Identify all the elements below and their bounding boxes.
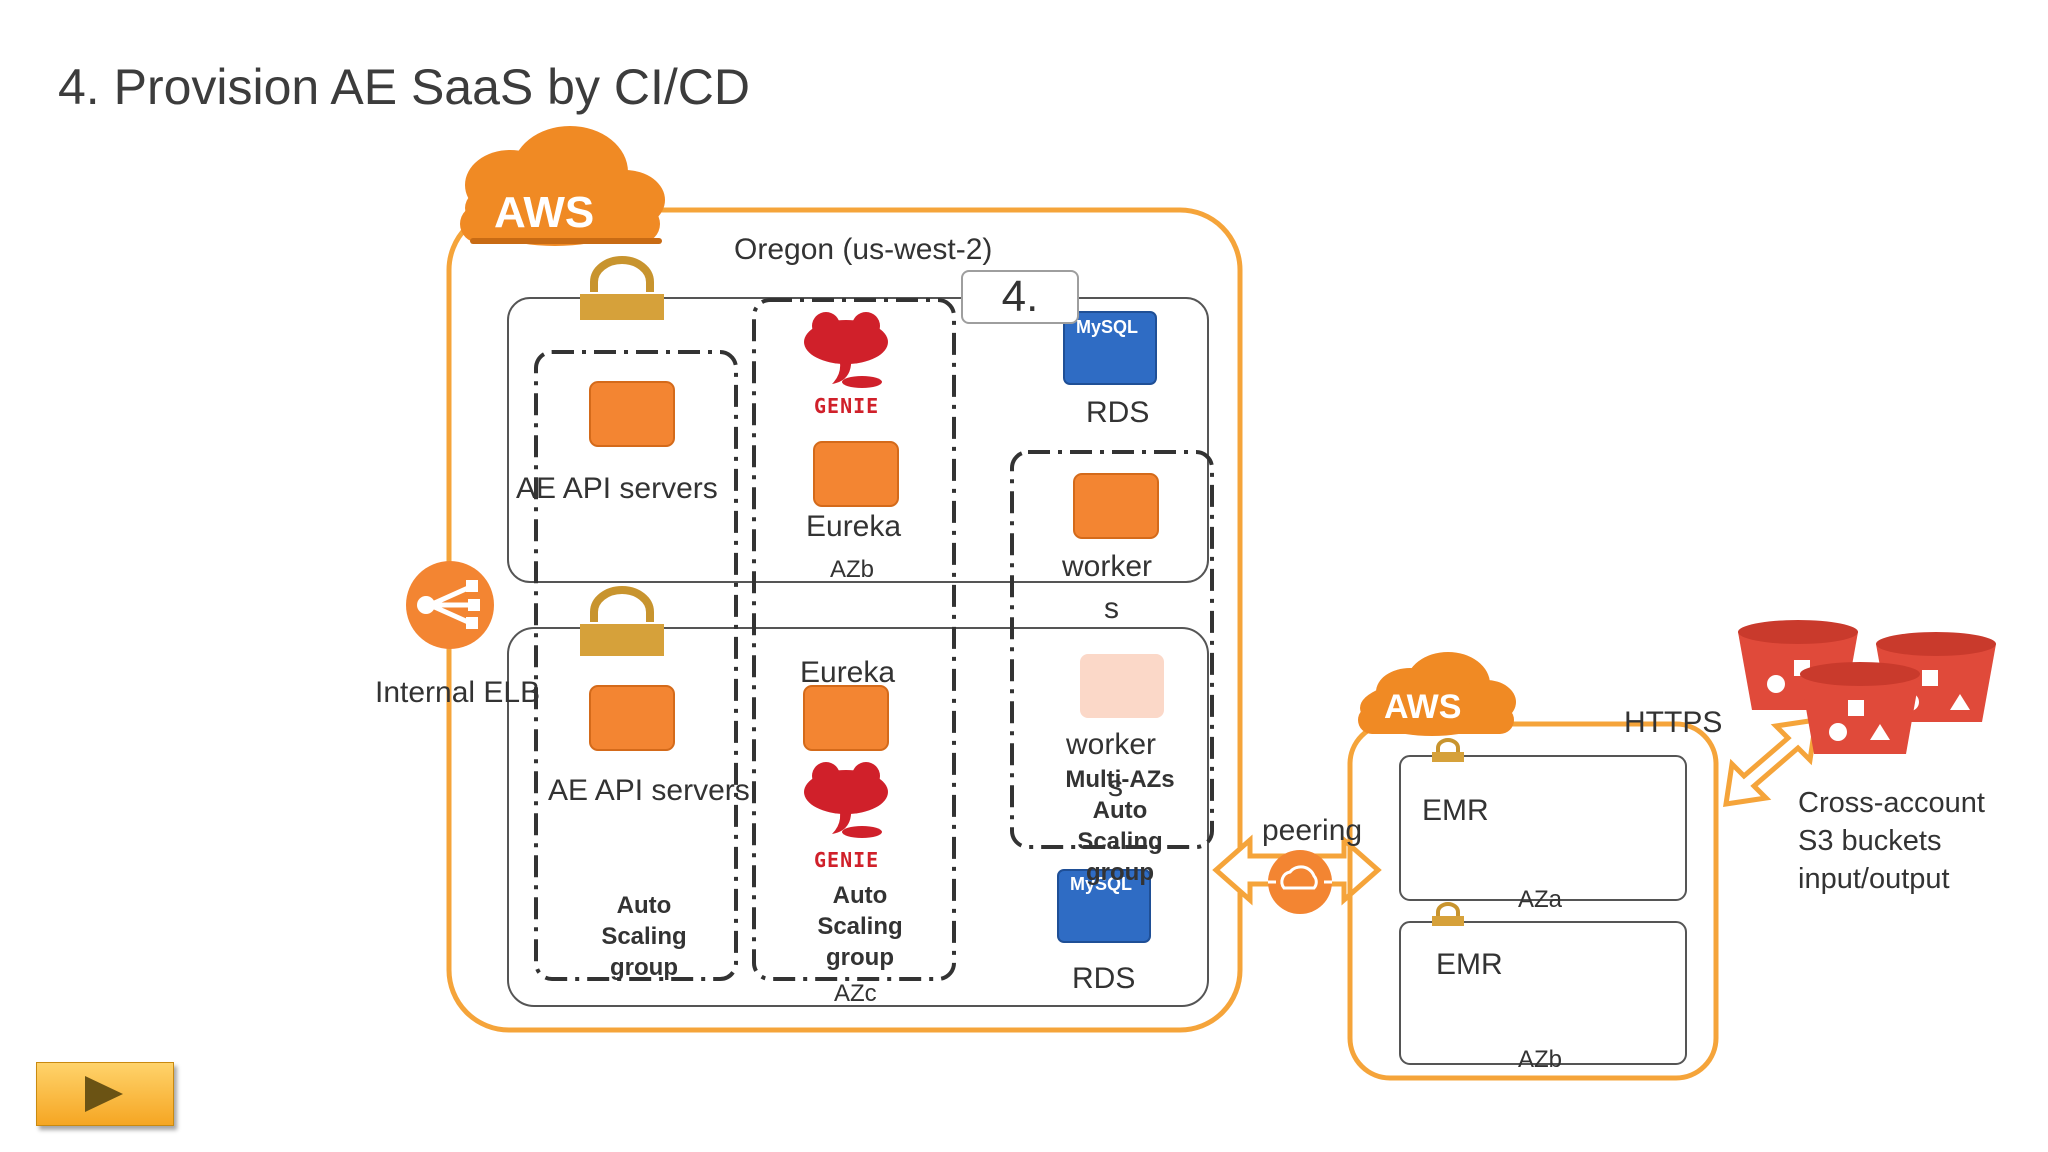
rds-label: RDS bbox=[1072, 962, 1136, 995]
play-icon bbox=[85, 1076, 123, 1112]
emr-subnet-azb bbox=[1399, 921, 1687, 1065]
aws-cloud-icon bbox=[1358, 652, 1516, 736]
api-servers-label: AE API servers bbox=[516, 472, 718, 505]
genie-logo-text: GENIE bbox=[814, 394, 880, 418]
asg-label: Multi-AZs Auto Scaling group bbox=[1065, 766, 1175, 886]
instance-icon bbox=[813, 441, 899, 507]
eureka-label: Eureka bbox=[806, 510, 902, 543]
workers-label-wrap: s bbox=[1104, 592, 1119, 625]
subnet-azc bbox=[507, 627, 1209, 1007]
asg-workers bbox=[1010, 450, 1214, 849]
internal-elb-label: Internal ELB bbox=[375, 676, 541, 709]
az-label: AZa bbox=[1518, 886, 1563, 913]
step-badge[interactable]: 4. bbox=[961, 270, 1079, 324]
api-servers-label: AE API servers bbox=[548, 774, 750, 807]
instance-icon bbox=[589, 685, 675, 751]
workers-label: worker bbox=[1066, 728, 1157, 761]
vpc-peering-icon bbox=[1268, 850, 1332, 914]
lock-icon bbox=[1432, 738, 1464, 762]
instance-icon bbox=[589, 381, 675, 447]
asg-label: Auto Scaling group bbox=[601, 892, 687, 981]
region-label: Oregon (us-west-2) bbox=[734, 233, 993, 266]
rds-label: RDS bbox=[1086, 396, 1150, 429]
workers-label: worker bbox=[1062, 550, 1153, 583]
eureka-label: Eureka bbox=[800, 656, 896, 689]
lock-icon bbox=[580, 586, 664, 656]
asg-eureka-genie bbox=[752, 298, 956, 981]
play-button[interactable] bbox=[36, 1062, 174, 1126]
emr-subnet-aza bbox=[1399, 755, 1687, 901]
instance-icon bbox=[803, 685, 889, 751]
instance-faded-icon bbox=[1080, 654, 1164, 718]
s3-buckets-label: Cross-account S3 buckets input/output bbox=[1798, 787, 1985, 895]
az-label: AZc bbox=[834, 980, 877, 1007]
rds-mysql-icon bbox=[1063, 311, 1157, 385]
slide-title: 4. Provision AE SaaS by CI/CD bbox=[58, 59, 750, 115]
aws-logo-text: AWS bbox=[1384, 688, 1462, 726]
mysql-label: MySQL bbox=[1076, 317, 1139, 337]
genie-logo-icon bbox=[804, 312, 888, 388]
instance-icon bbox=[1073, 473, 1159, 539]
emr-label: EMR bbox=[1436, 948, 1503, 981]
asg-api-servers bbox=[534, 350, 738, 981]
emr-label: EMR bbox=[1422, 794, 1489, 827]
lock-icon bbox=[580, 256, 664, 320]
aws-logo-text: AWS bbox=[494, 188, 595, 237]
workers-label-wrap: s bbox=[1108, 770, 1123, 803]
genie-logo-text: GENIE bbox=[814, 848, 880, 872]
https-label: HTTPS bbox=[1624, 706, 1723, 739]
genie-logo-icon bbox=[804, 762, 888, 838]
mysql-label: MySQL bbox=[1070, 874, 1133, 894]
peering-label: peering bbox=[1262, 814, 1363, 847]
load-balancer-icon bbox=[406, 561, 494, 649]
rds-mysql-icon bbox=[1057, 869, 1151, 943]
az-label: AZb bbox=[1518, 1046, 1563, 1073]
az-label: AZb bbox=[830, 556, 875, 583]
aws-emr-account-border bbox=[1347, 721, 1719, 1081]
asg-label: Auto Scaling group bbox=[817, 882, 903, 971]
s3-bucket-icon bbox=[1800, 662, 1920, 754]
lock-icon bbox=[1432, 902, 1464, 926]
aws-cloud-icon bbox=[460, 126, 665, 246]
